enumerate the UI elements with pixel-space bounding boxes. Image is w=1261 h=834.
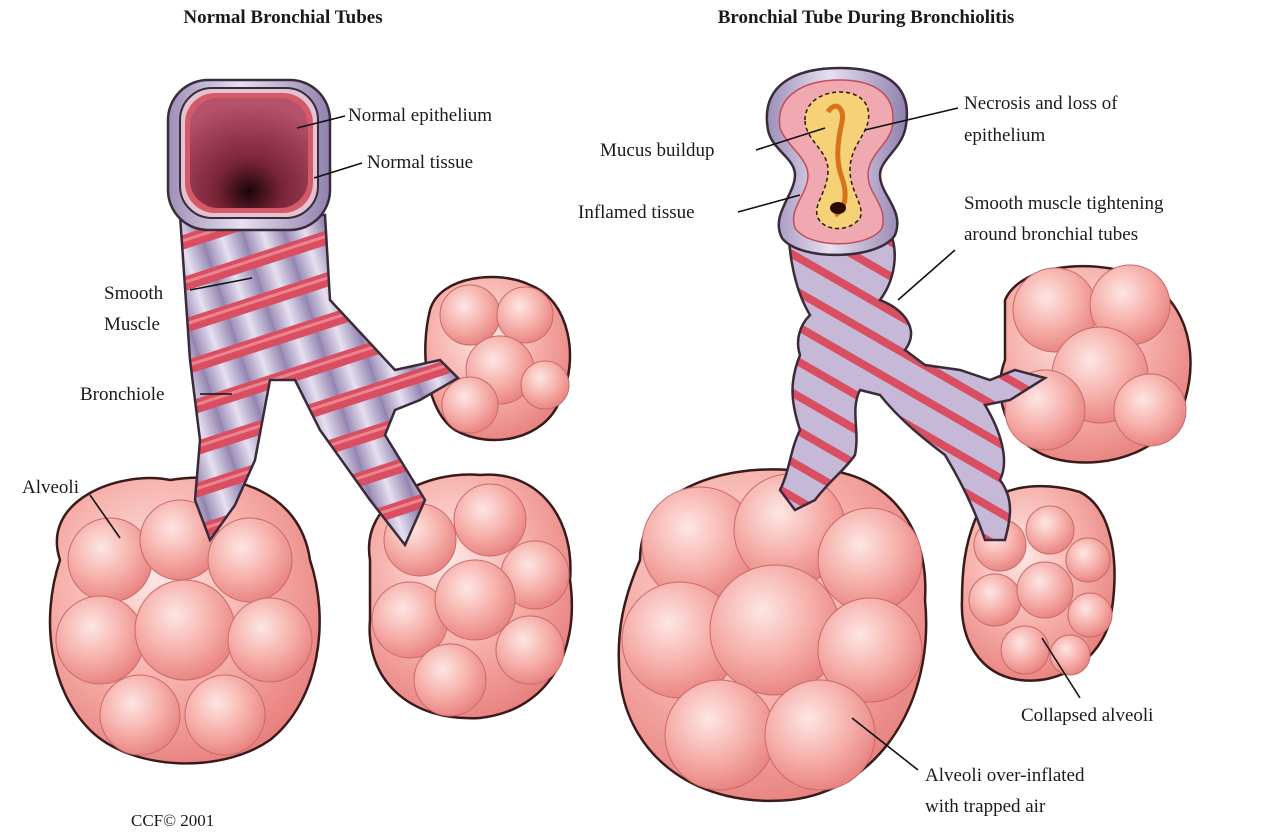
label-smooth-tightening-line2: around bronchial tubes (964, 224, 1138, 245)
right-bronchiolitis-diagram (619, 68, 1191, 801)
label-alveoli: Alveoli (22, 477, 79, 498)
right-upper-alveoli-cluster (1000, 265, 1190, 463)
label-bronchiole: Bronchiole (80, 384, 164, 405)
left-tube-cross-section (168, 80, 330, 230)
label-necrosis-line2: epithelium (964, 125, 1045, 146)
leader-smooth-tightening (898, 250, 955, 300)
label-necrosis-line1: Necrosis and loss of (964, 93, 1118, 114)
left-bronchial-tree (180, 215, 458, 545)
label-normal-tissue: Normal tissue (367, 152, 473, 173)
label-normal-epithelium: Normal epithelium (348, 105, 492, 126)
right-overinflated-alveoli-cluster (619, 469, 926, 801)
left-alveoli-cluster (50, 478, 320, 764)
label-collapsed-alveoli: Collapsed alveoli (1021, 705, 1153, 726)
copyright-text: CCF© 2001 (131, 811, 214, 830)
label-smooth-tightening-line1: Smooth muscle tightening (964, 193, 1164, 214)
right-bronchial-tree (780, 228, 1045, 540)
label-inflamed-tissue: Inflamed tissue (578, 202, 695, 223)
label-overinflated-line2: with trapped air (925, 796, 1046, 817)
label-overinflated-line1: Alveoli over-inflated (925, 765, 1085, 786)
label-muscle: Muscle (104, 314, 160, 335)
right-tube-cross-section (767, 68, 907, 255)
left-panel-title: Normal Bronchial Tubes (183, 7, 382, 28)
left-upper-alveoli-cluster (425, 277, 570, 440)
label-smooth: Smooth (104, 283, 164, 304)
left-normal-diagram (50, 80, 572, 763)
label-mucus-buildup: Mucus buildup (600, 140, 715, 161)
right-panel-title: Bronchial Tube During Bronchiolitis (718, 7, 1015, 28)
